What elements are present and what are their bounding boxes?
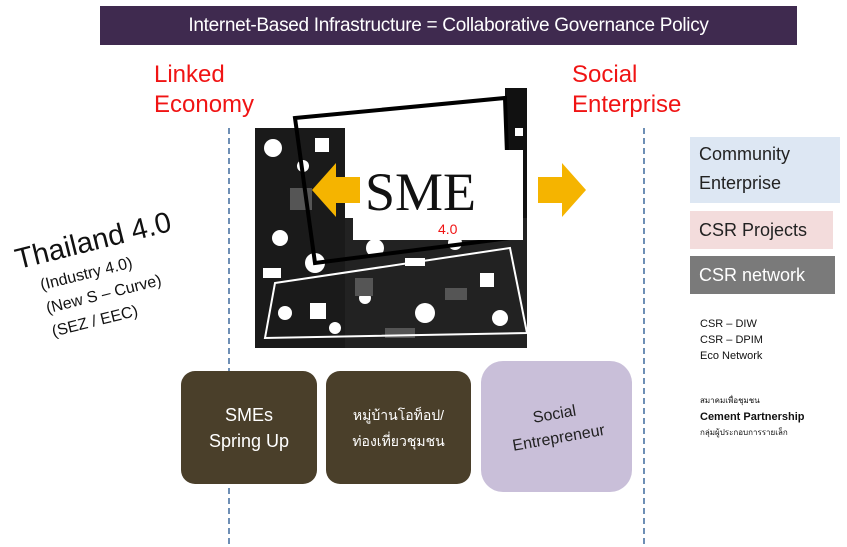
sme-laptop-image: SME 4.0 [255,88,529,348]
otop-line1: หมู่บ้านโอท็อป/ [352,406,445,423]
social-entrepreneur-card: Social Entrepreneur [481,361,632,492]
csr-projects-label: CSR Projects [699,220,808,240]
top-banner: Internet-Based Infrastructure = Collabor… [100,6,797,45]
csr-projects-box: CSR Projects [690,211,833,249]
social-enterprise-heading: Social Enterprise [572,60,681,120]
linked-economy-line1: Linked [154,61,225,88]
community-line2: Enterprise [699,173,782,193]
banner-title: Internet-Based Infrastructure = Collabor… [188,14,709,36]
csr-list-item: CSR – DIW [700,318,757,330]
partner-list-item: สมาคมเพื่อชุมชน [700,396,760,405]
csr-list-item: CSR – DPIM [700,334,763,346]
social-enterprise-line1: Social [572,61,638,88]
left-arrow-icon [312,163,360,217]
partner-list: สมาคมเพื่อชุมชน Cement Partnership กลุ่ม… [700,393,805,441]
right-dashed-divider [643,128,645,544]
smes-spring-up-card: SMEs Spring Up [181,371,317,484]
smes-line2: Spring Up [208,430,290,451]
right-arrow-icon [538,163,586,217]
csr-network-box: CSR network [690,256,835,294]
thailand-block: Thailand 4.0 (Industry 4.0) (New S – Cur… [12,205,232,395]
version-text: 4.0 [438,221,458,237]
linked-economy-line2: Economy [154,91,255,118]
csr-list: CSR – DIW CSR – DPIM Eco Network [700,316,763,364]
linked-economy-heading: Linked Economy [154,60,254,120]
otop-line2: ท่องเที่ยวชุมชน [352,432,445,449]
social-enterprise-line2: Enterprise [572,91,682,118]
community-enterprise-box: Community Enterprise [690,137,840,203]
laptop-collage-icon: SME 4.0 [255,88,529,348]
csr-network-label: CSR network [699,265,806,285]
smes-line1: SMEs [224,404,273,425]
community-line1: Community [699,144,791,164]
csr-list-item: Eco Network [700,350,763,362]
sme-text: SME [365,162,476,222]
partner-list-item: Cement Partnership [700,411,805,423]
left-dashed-divider [228,128,230,544]
partner-list-item: กลุ่มผู้ประกอบการรายเล็ก [700,428,788,437]
otop-community-card: หมู่บ้านโอท็อป/ ท่องเที่ยวชุมชน [326,371,471,484]
